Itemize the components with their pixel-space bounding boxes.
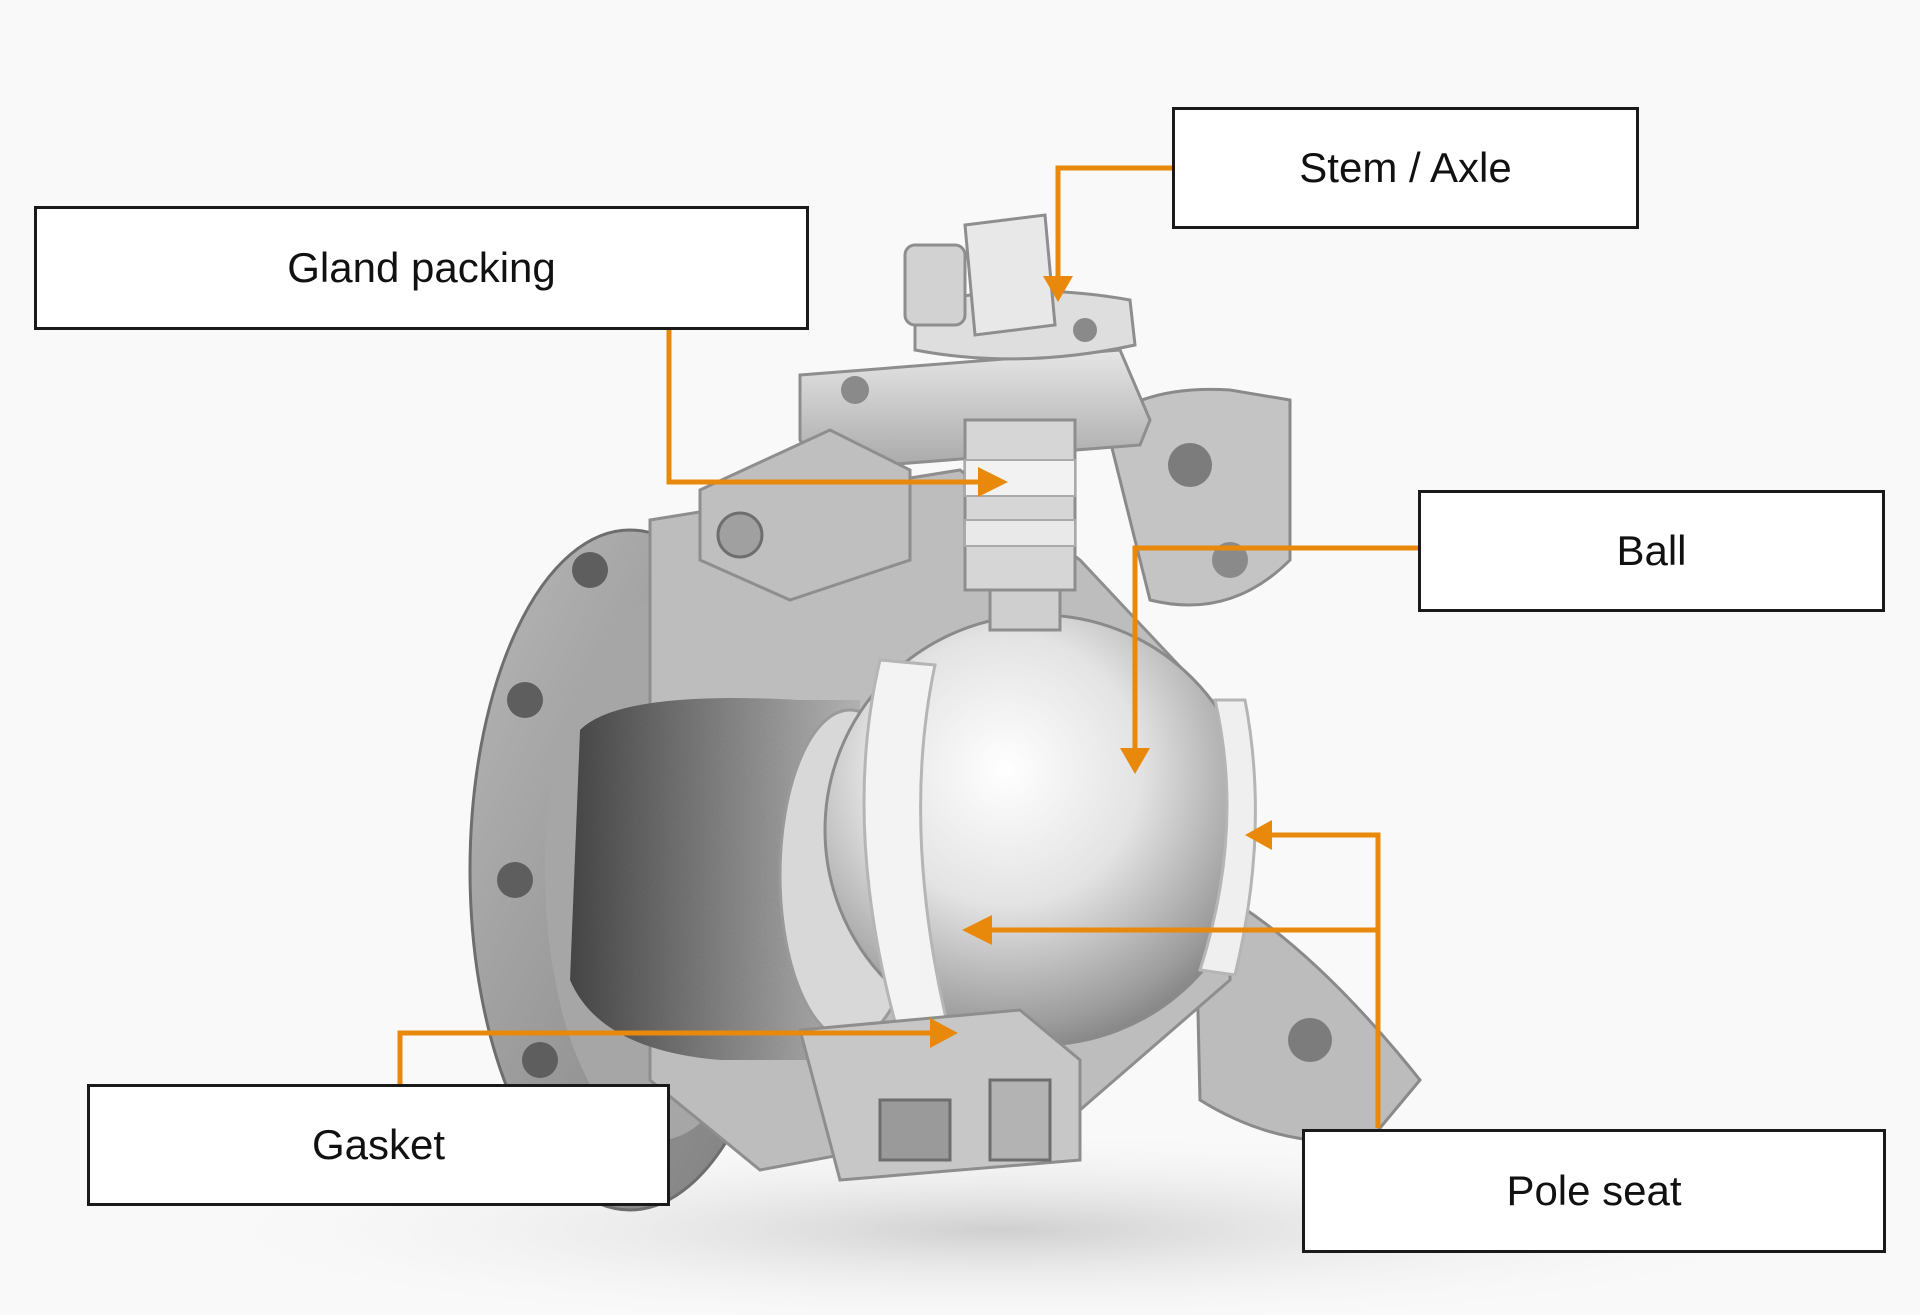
label-stem-axle: Stem / Axle — [1172, 107, 1639, 229]
label-gasket: Gasket — [87, 1084, 670, 1206]
label-ball: Ball — [1418, 490, 1885, 612]
label-pole-seat: Pole seat — [1302, 1129, 1886, 1253]
label-gland-packing: Gland packing — [34, 206, 809, 330]
